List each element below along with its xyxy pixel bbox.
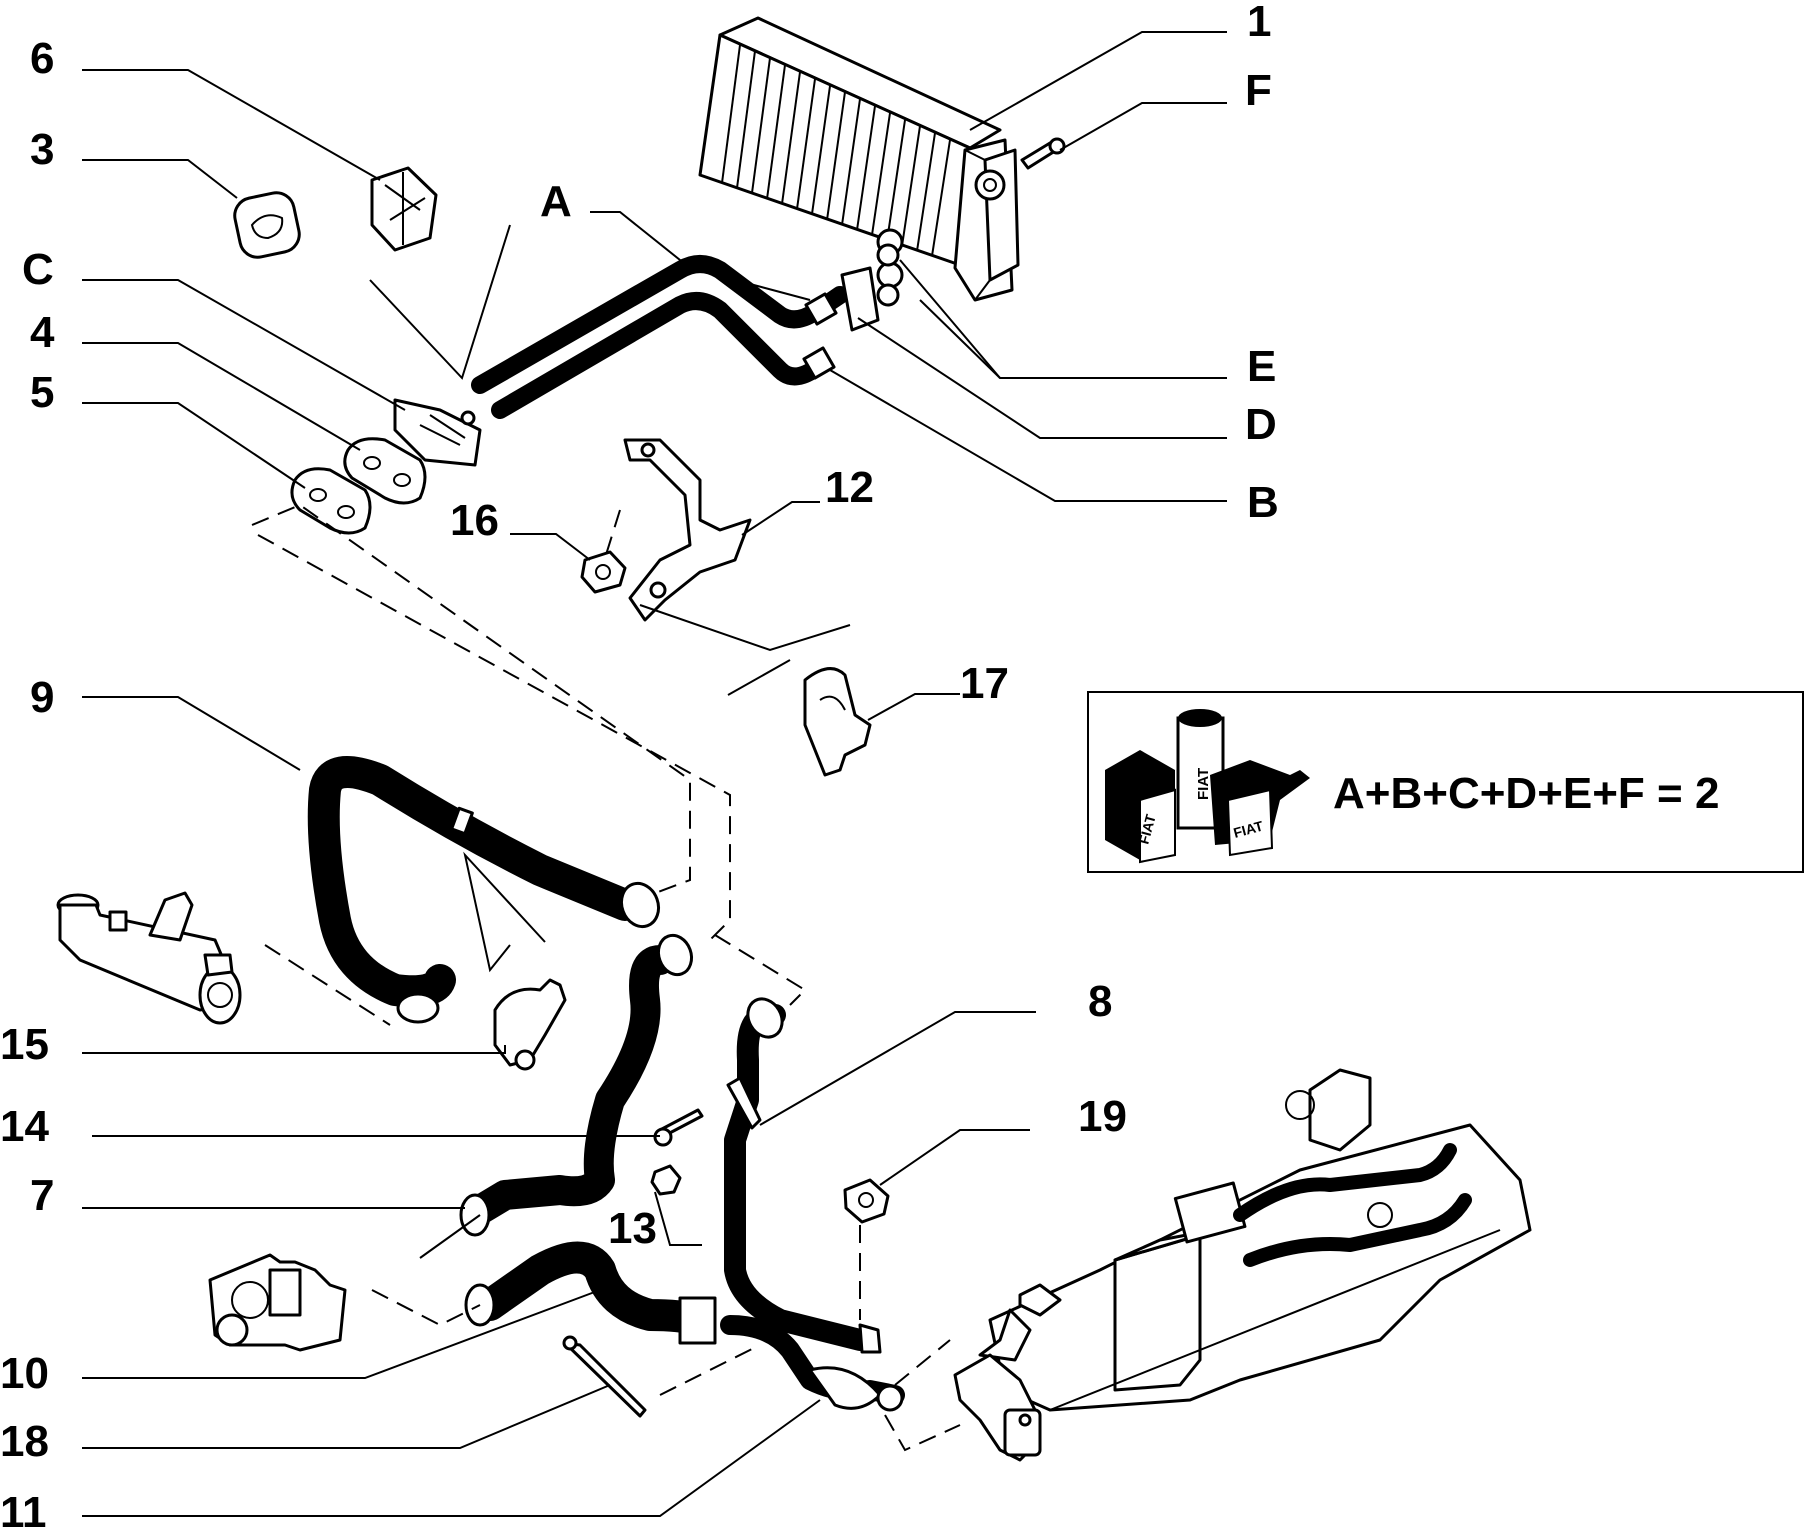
label-A: A (540, 177, 572, 226)
label-19: 19 (1078, 1092, 1127, 1141)
part-1-heater-core (698, 16, 1020, 302)
part-8-hose (724, 997, 882, 1354)
part-10-thermostat-housing (208, 1253, 347, 1352)
label-16: 16 (450, 496, 499, 545)
label-E: E (1247, 342, 1276, 391)
part-A-B-pipes (471, 255, 849, 419)
label-15: 15 (0, 1020, 49, 1069)
part-4-gasket (343, 437, 427, 505)
label-7: 7 (30, 1171, 54, 1220)
part-13-nut (650, 1164, 682, 1196)
part-12-bracket (623, 438, 752, 622)
label-1: 1 (1247, 0, 1271, 46)
label-8: 8 (1088, 977, 1112, 1026)
label-D: D (1245, 400, 1277, 449)
part-9-hose (307, 756, 661, 1024)
part-10-hose (464, 1241, 717, 1345)
part-15-fitting (493, 978, 567, 1071)
label-6: 6 (30, 34, 54, 83)
label-B: B (1247, 478, 1279, 527)
label-11: 11 (0, 1488, 47, 1527)
part-6-grommet (370, 166, 438, 252)
part-E-D-seals-flange (840, 243, 900, 332)
part-15-pump (56, 891, 242, 1025)
part-3-seal (233, 191, 301, 259)
label-18: 18 (0, 1417, 49, 1466)
label-5: 5 (30, 368, 54, 417)
part-19-nut (843, 1178, 890, 1224)
part-18-bolt (562, 1335, 647, 1418)
leader-lines (82, 31, 1227, 1517)
part-16-nut (580, 550, 627, 594)
label-14: 14 (0, 1102, 49, 1151)
part-17-clip (803, 667, 872, 777)
fiat-parts-kit-icon: FIAT FIAT FIAT (1105, 709, 1310, 864)
connection-dashes (251, 503, 961, 1452)
kit-brand-mark-1: FIAT (1135, 812, 1158, 846)
callout-labels: 1 F 6 3 A C 4 5 E D B 12 16 17 9 15 8 14… (0, 0, 1279, 1527)
part-7-hose (459, 933, 694, 1237)
label-4: 4 (30, 308, 55, 357)
label-3: 3 (30, 125, 54, 174)
label-13: 13 (608, 1204, 657, 1253)
part-14-bolt (653, 1108, 704, 1147)
label-17: 17 (960, 659, 1009, 708)
part-11-hose (720, 1315, 905, 1412)
label-12: 12 (825, 463, 874, 512)
part-C-bracket (393, 398, 482, 467)
kit-brand-mark-2: FIAT (1195, 768, 1212, 800)
label-10: 10 (0, 1349, 49, 1398)
label-9: 9 (30, 673, 54, 722)
heater-assembly (953, 1068, 1532, 1462)
part-F-screw (1020, 137, 1066, 170)
label-C: C (22, 245, 54, 294)
label-F: F (1245, 66, 1272, 115)
kit-brand-mark-3: FIAT (1232, 818, 1266, 841)
part-5-gasket (290, 467, 372, 535)
kit-formula: A+B+C+D+E+F = 2 (1333, 769, 1719, 818)
